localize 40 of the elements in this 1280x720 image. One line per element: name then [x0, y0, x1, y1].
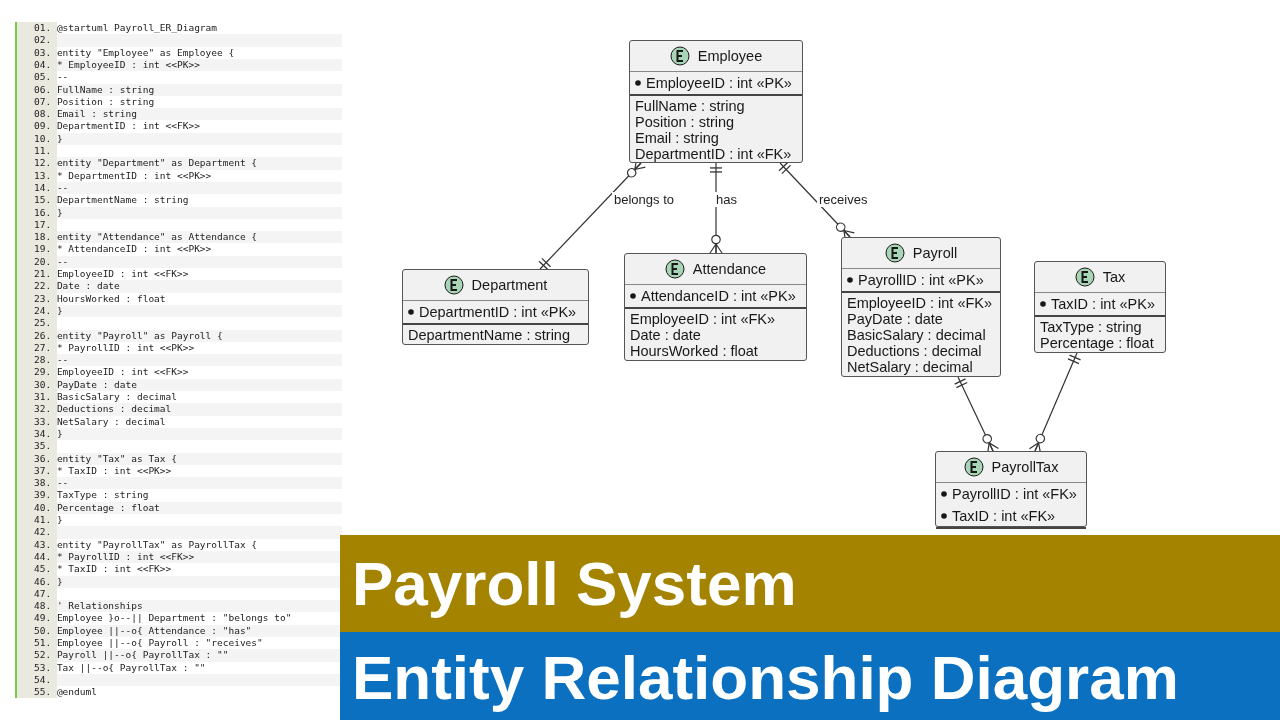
key-attribute: AttendanceID : int «PK»	[641, 288, 796, 304]
entity-name: Employee	[697, 48, 763, 64]
entity-name: Attendance	[692, 261, 767, 277]
edge-label: receives	[817, 192, 870, 207]
entity-box	[935, 451, 1087, 527]
entity-name: Department	[471, 277, 548, 293]
attribute-text: DepartmentName : string	[407, 327, 571, 343]
attribute-text: TaxType : string	[1039, 319, 1143, 335]
attribute-text: Percentage : float	[1039, 335, 1155, 351]
entity-name: Tax	[1102, 269, 1126, 285]
entity-box	[624, 253, 807, 361]
caption-banner: Entity Relationship Diagram	[340, 632, 1280, 720]
attribute-text: Date : date	[629, 327, 702, 343]
key-attribute: EmployeeID : int «PK»	[646, 75, 792, 91]
entity-name: PayrollTax	[991, 459, 1059, 475]
attribute-text: BasicSalary : decimal	[846, 327, 987, 343]
attribute-text: HoursWorked : float	[629, 343, 759, 359]
attribute-text: Deductions : decimal	[846, 343, 983, 359]
attribute-text: Position : string	[634, 114, 736, 130]
edge-label: has	[714, 192, 739, 207]
attribute-text: NetSalary : decimal	[846, 359, 974, 375]
key-attribute: DepartmentID : int «PK»	[419, 304, 577, 320]
key-attribute: PayrollID : int «FK»	[952, 486, 1077, 502]
attribute-text: Email : string	[634, 130, 720, 146]
entity-box	[629, 40, 803, 163]
title-banner: Payroll System	[340, 535, 1280, 632]
key-attribute: TaxID : int «PK»	[1051, 296, 1155, 312]
key-attribute: PayrollID : int «PK»	[858, 272, 984, 288]
entity-name: Payroll	[912, 245, 958, 261]
attribute-text: DepartmentID : int «FK»	[634, 146, 793, 162]
attribute-text: FullName : string	[634, 98, 746, 114]
relationship-line	[709, 162, 723, 254]
edge-label: belongs to	[612, 192, 676, 207]
entity-box	[1034, 261, 1166, 353]
attribute-text: EmployeeID : int «FK»	[846, 295, 994, 311]
key-attribute: TaxID : int «FK»	[952, 508, 1056, 524]
attribute-text: EmployeeID : int «FK»	[629, 311, 777, 327]
attribute-text: PayDate : date	[846, 311, 944, 327]
entity-box	[402, 269, 589, 345]
entity-box	[841, 237, 1001, 377]
